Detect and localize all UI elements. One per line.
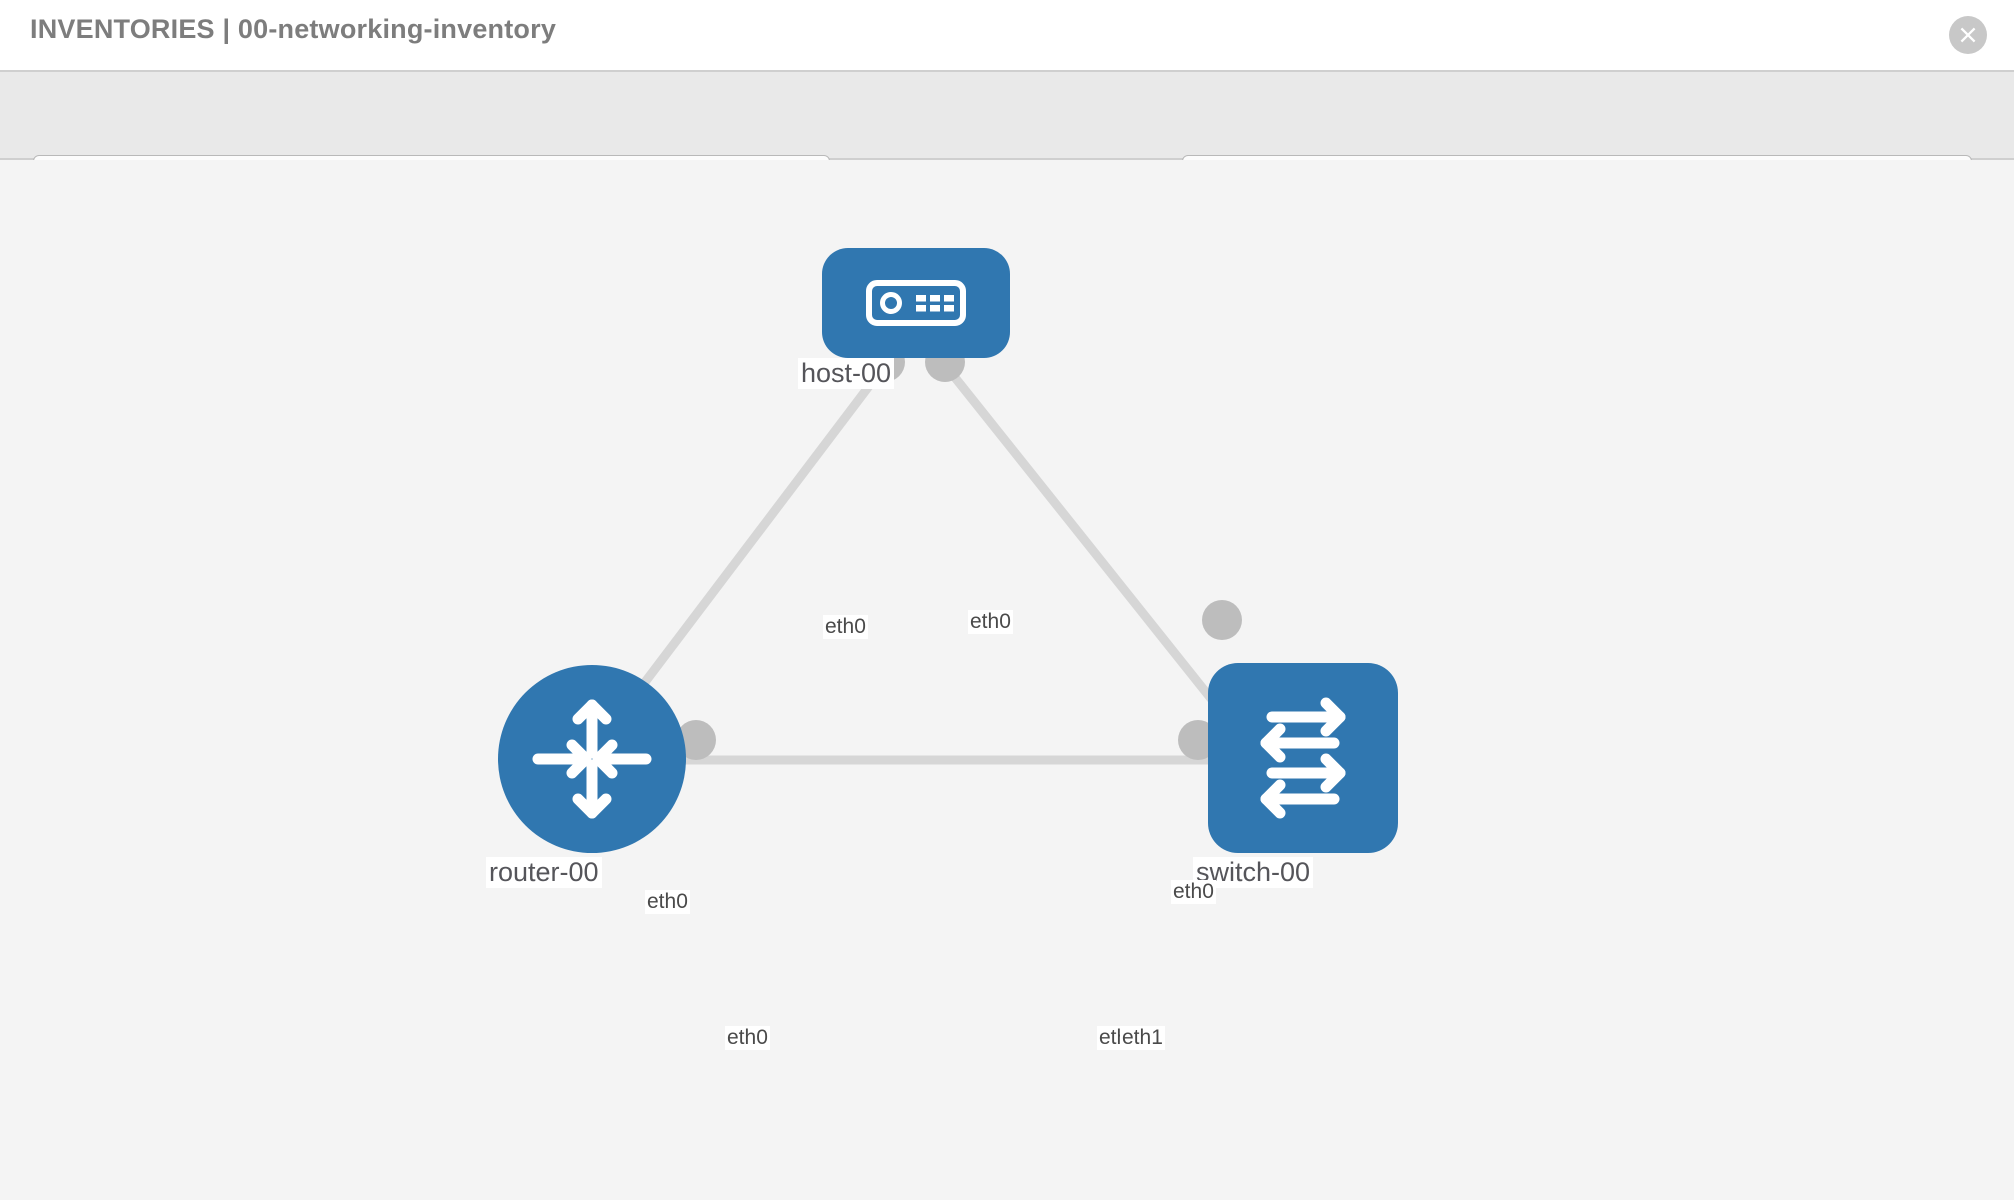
- page-title: INVENTORIES | 00-networking-inventory: [30, 14, 557, 44]
- interface-label: eth0: [823, 615, 868, 639]
- interface-label: eth0: [968, 610, 1013, 634]
- node-label: router-00: [486, 857, 602, 888]
- link-host-switch: [941, 362, 1244, 738]
- page-header: INVENTORIES | 00-networking-inventory: [0, 0, 2014, 70]
- link-host-router: [601, 362, 889, 738]
- switch-arrows-icon: [1260, 697, 1346, 819]
- topology-canvas[interactable]: host-00: [0, 160, 2014, 1200]
- server-icon: [866, 280, 966, 326]
- node-label: host-00: [798, 358, 895, 389]
- links-layer: [600, 362, 1244, 765]
- router-arrows-icon: [532, 699, 652, 819]
- port-nub[interactable]: [1202, 600, 1242, 640]
- close-icon[interactable]: [1949, 16, 1987, 54]
- interface-label: eth0: [725, 1026, 770, 1050]
- toolbar: ACTIONS SEARCH: [0, 70, 2014, 210]
- router-node-shape[interactable]: [498, 665, 686, 853]
- close-x-glyph: [1960, 27, 1976, 43]
- interface-label: eth1: [1120, 1026, 1165, 1050]
- topology-graph: host-00: [0, 160, 2014, 1200]
- interface-label: eth0: [1171, 880, 1216, 904]
- interface-label: eth0: [645, 890, 690, 914]
- host-node-shape[interactable]: [822, 248, 1010, 358]
- switch-node-shape[interactable]: [1208, 663, 1398, 853]
